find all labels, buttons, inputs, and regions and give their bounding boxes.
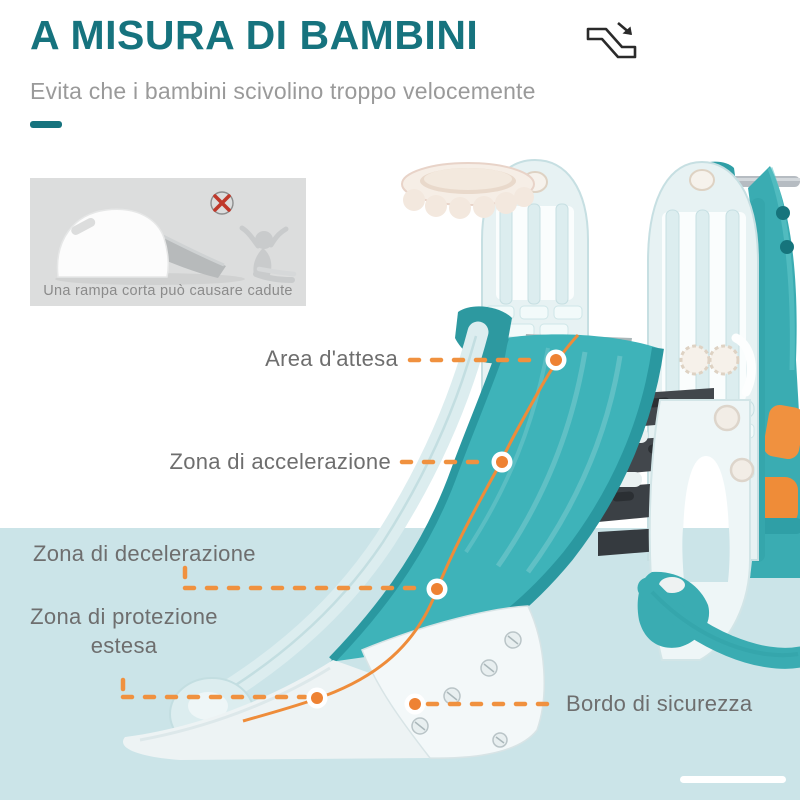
label-zona-accelerazione: Zona di accelerazione: [169, 449, 391, 474]
slide-profile-curve: [242, 333, 580, 723]
slide-down-icon: [580, 16, 642, 74]
warning-inset: Una rampa corta può causare cadute: [30, 178, 306, 306]
accent-dash: [30, 121, 62, 128]
subtitle: Evita che i bambini scivolino troppo vel…: [30, 78, 536, 104]
basketball-hoop: [401, 162, 535, 219]
label-zona-protezione: Zona di protezione estesa: [30, 604, 218, 658]
label-area-attesa: Area d'attesa: [265, 346, 398, 371]
fallen-child-figure: [239, 225, 297, 283]
label-zona-decelerazione: Zona di decelerazione: [33, 541, 256, 566]
red-cross-icon: [210, 191, 234, 215]
bottom-bar: [680, 776, 786, 783]
label-bordo-sicurezza: Bordo di sicurezza: [566, 691, 753, 716]
warning-caption: Una rampa corta può causare cadute: [43, 283, 293, 299]
page-title: A MISURA DI BAMBINI: [30, 12, 479, 58]
callout-dots: [306, 349, 567, 715]
safety-edge-wall: [361, 605, 545, 759]
leader-lines: [120, 357, 559, 707]
base-frame: [637, 571, 800, 669]
slide-runout: [123, 605, 545, 760]
warning-illustration: [55, 191, 297, 285]
